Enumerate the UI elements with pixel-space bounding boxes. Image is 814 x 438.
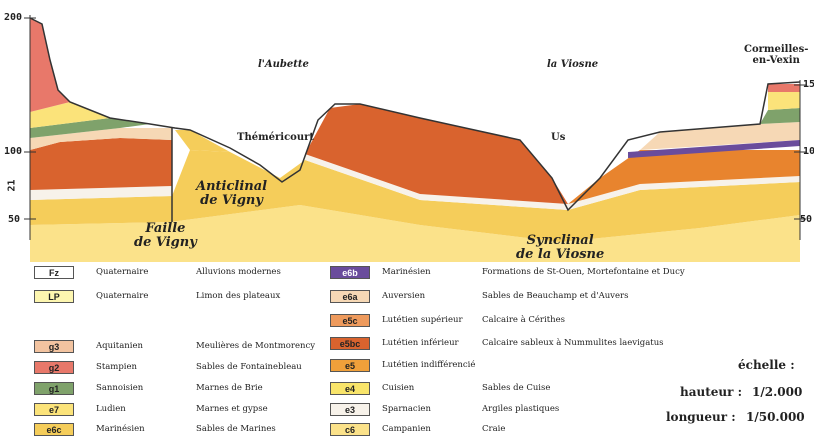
scale-length-label: longueur : <box>666 410 736 424</box>
label-faille: Faille de Vigny <box>134 222 197 250</box>
legend-code-e6b: e6b <box>330 266 370 279</box>
legend-code-e6c: e6c <box>34 423 74 436</box>
legend-stage: Lutétien supérieur <box>382 315 463 325</box>
legend-code-g3: g3 <box>34 340 74 353</box>
left-axis-label-200: 200 <box>4 12 22 23</box>
layer-sannoisien-east <box>760 108 800 124</box>
legend-desc: Meulières de Montmorency <box>196 341 315 351</box>
legend-code-e7: e7 <box>34 403 74 416</box>
legend-stage: Marinésien <box>382 267 431 277</box>
layer-anticlinal-core <box>175 130 230 152</box>
legend-desc: Formations de St-Ouen, Mortefontaine et … <box>482 267 685 277</box>
layer-stampien-west <box>30 18 70 112</box>
legend-code-lp: LP <box>34 290 74 303</box>
legend-desc: Craie <box>482 424 505 434</box>
legend-code-c6: c6 <box>330 423 370 436</box>
geological-cross-section: 200 100 50 21 15 10 50 l'Aubette la Vios… <box>0 0 814 262</box>
place-aubette: l'Aubette <box>258 59 309 70</box>
legend-desc: Alluvions modernes <box>196 267 281 277</box>
place-cormeilles: Cormeilles- en-Vexin <box>744 44 808 66</box>
right-axis-label-10: 10 <box>803 146 814 157</box>
legend-stage: Lutétien inférieur <box>382 338 459 348</box>
side-mark: 21 <box>7 179 18 191</box>
scale-height-label: hauteur : <box>680 385 742 399</box>
layer-lutetien-west <box>30 138 172 190</box>
right-axis-label-15: 15 <box>803 79 814 90</box>
scale-title: échelle : <box>738 358 795 372</box>
legend-stage: Campanien <box>382 424 431 434</box>
legend-desc: Sables de Beauchamp et d'Auvers <box>482 291 628 301</box>
legend-code-e4: e4 <box>330 382 370 395</box>
legend-code-e6a: e6a <box>330 290 370 303</box>
legend-code-g2: g2 <box>34 361 74 374</box>
legend-desc: Sables de Marines <box>196 424 276 434</box>
legend-code-e5bc: e5bc <box>330 337 370 350</box>
legend-code-e3: e3 <box>330 403 370 416</box>
left-axis-label-50: 50 <box>8 214 20 225</box>
legend-desc: Sables de Cuise <box>482 383 550 393</box>
legend-code-e5c: e5c <box>330 314 370 327</box>
legend-desc: Marnes et gypse <box>196 404 268 414</box>
label-synclinal: Synclinal de la Viosne <box>516 234 604 262</box>
legend-stage: Stampien <box>96 362 137 372</box>
legend-desc: Sables de Fontainebleau <box>196 362 302 372</box>
scale-height-value: 1/2.000 <box>752 385 802 399</box>
right-axis-label-50: 50 <box>800 214 812 225</box>
legend-stage: Sparnacien <box>382 404 431 414</box>
place-us: Us <box>551 132 565 143</box>
legend-stage: Ludien <box>96 404 126 414</box>
legend-code-g1: g1 <box>34 382 74 395</box>
left-axis-label-100: 100 <box>4 146 22 157</box>
legend-desc: Calcaire à Cérithes <box>482 315 565 325</box>
legend-stage: Marinésien <box>96 424 145 434</box>
label-anticlinal: Anticlinal de Vigny <box>196 180 267 208</box>
legend-code-fz: Fz <box>34 266 74 279</box>
layer-ludien-east <box>768 92 800 110</box>
legend-desc: Calcaire sableux à Nummulites laevigatus <box>482 338 664 348</box>
legend-code-e5: e5 <box>330 359 370 372</box>
legend-stage: Aquitanien <box>96 341 143 351</box>
cross-section-drawing <box>0 0 814 262</box>
place-viosne: la Viosne <box>547 59 598 70</box>
legend-desc: Limon des plateaux <box>196 291 280 301</box>
legend-stage: Sannoisien <box>96 383 143 393</box>
legend-stage: Auversien <box>382 291 425 301</box>
legend-stage: Cuisien <box>382 383 414 393</box>
legend-desc: Argiles plastiques <box>482 404 559 414</box>
legend-stage: Quaternaire <box>96 267 148 277</box>
legend-desc: Marnes de Brie <box>196 383 263 393</box>
legend-stage: Lutétien indifférencié <box>382 360 475 370</box>
legend-stage: Quaternaire <box>96 291 148 301</box>
place-themericourt: Théméricourt <box>237 132 314 143</box>
scale-length-value: 1/50.000 <box>746 410 805 424</box>
